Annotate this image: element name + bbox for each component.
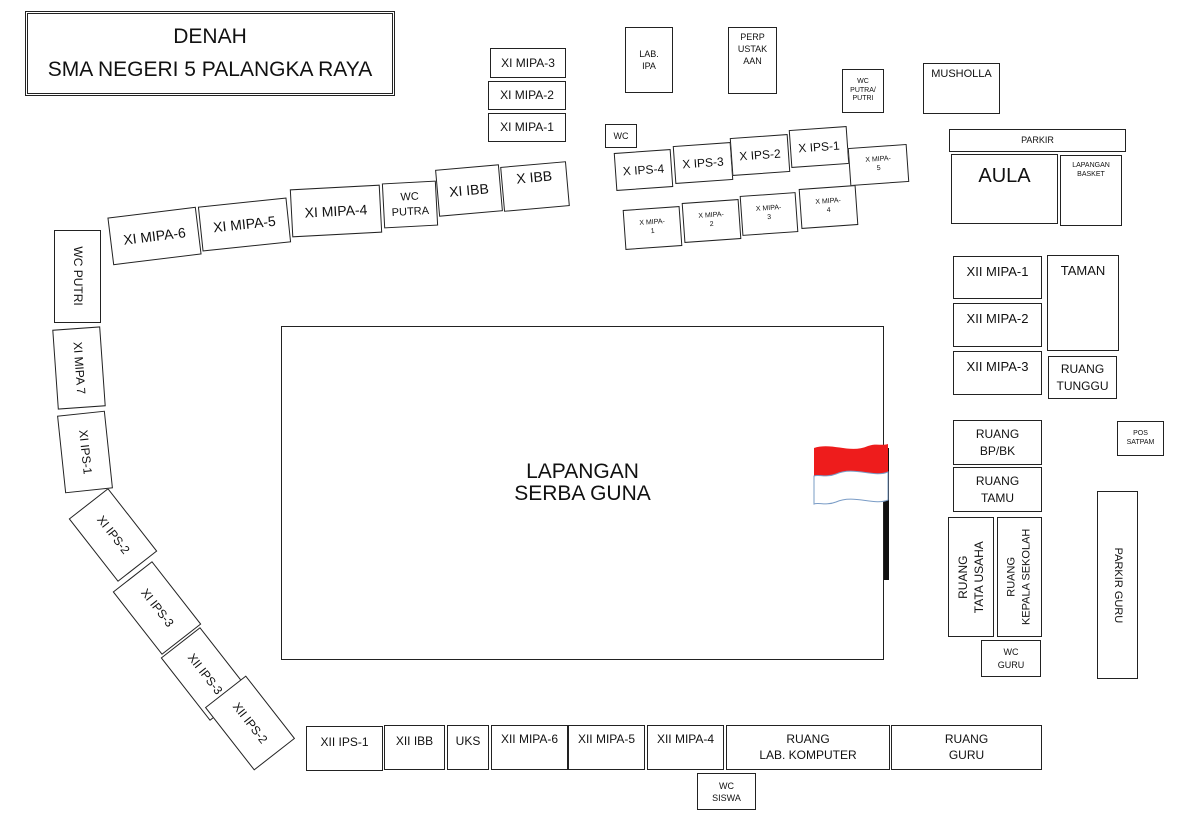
room-x-mipa-4: X MIPA- 4 <box>798 185 859 229</box>
room-ruang-tunggu: RUANG TUNGGU <box>1048 356 1117 399</box>
room-xii-mipa-5: XII MIPA-5 <box>568 725 645 770</box>
room-wc-small: WC <box>605 124 637 148</box>
xi-ips-3-label: XI IPS-3 <box>137 586 177 630</box>
room-taman: TAMAN <box>1047 255 1119 351</box>
room-perpustakaan: PERP USTAK AAN <box>728 27 777 94</box>
wc-putri-label: WC PUTRI <box>70 246 85 307</box>
room-ruang-kepala-sekolah: RUANG KEPALA SEKOLAH <box>997 517 1042 637</box>
ruang-kepala-sekolah-label: RUANG KEPALA SEKOLAH <box>1005 528 1033 626</box>
room-x-ips-1: X IPS-1 <box>788 126 850 168</box>
room-xi-mipa-6: XI MIPA-6 <box>107 206 202 266</box>
map-title: DENAH SMA NEGERI 5 PALANGKA RAYA <box>25 11 395 96</box>
room-xii-mipa-6: XII MIPA-6 <box>491 725 568 770</box>
flag-white <box>813 470 889 505</box>
room-ruang-bp-bk: RUANG BP/BK <box>953 420 1042 465</box>
room-parkir: PARKIR <box>949 129 1126 152</box>
room-xi-ips-1: XI IPS-1 <box>57 410 113 494</box>
room-wc-putra: WC PUTRA <box>381 180 439 229</box>
xii-ips-3-label: XII IPS-3 <box>184 650 226 698</box>
room-x-ips-4: X IPS-4 <box>613 149 674 191</box>
room-xi-ibb: XI IBB <box>435 164 503 217</box>
xi-ips-1-label: XI IPS-1 <box>75 429 95 475</box>
room-xii-mipa-4: XII MIPA-4 <box>647 725 724 770</box>
room-xi-mipa-1-top: XI MIPA-1 <box>488 113 566 142</box>
room-parkir-guru: PARKIR GURU <box>1097 491 1138 679</box>
room-aula: AULA <box>951 154 1058 224</box>
room-xii-mipa-2: XII MIPA-2 <box>953 303 1042 347</box>
room-wc-siswa: WC SISWA <box>697 773 756 810</box>
room-ruang-tata-usaha: RUANG TATA USAHA <box>948 517 994 637</box>
room-x-mipa-3: X MIPA- 3 <box>739 192 799 236</box>
room-x-mipa-1: X MIPA- 1 <box>622 206 683 250</box>
room-xi-mipa-4: XI MIPA-4 <box>289 184 383 238</box>
room-xii-mipa-1: XII MIPA-1 <box>953 256 1042 299</box>
field-line-2: SERBA GUNA <box>514 482 651 505</box>
room-wc-putri: WC PUTRI <box>54 230 101 323</box>
room-wc-guru: WC GURU <box>981 640 1041 677</box>
xi-ips-2-label: XI IPS-2 <box>93 513 133 557</box>
room-xi-mipa-7: XI MIPA 7 <box>52 326 106 410</box>
room-wc-putra-putri: WC PUTRA/ PUTRI <box>842 69 884 113</box>
room-x-ibb: X IBB <box>500 161 570 212</box>
room-xi-mipa-5: XI MIPA-5 <box>197 197 292 252</box>
room-xi-mipa-2-top: XI MIPA-2 <box>488 81 566 110</box>
room-xii-ips-1: XII IPS-1 <box>306 726 383 771</box>
flag-icon <box>813 444 889 580</box>
room-pos-satpam: POS SATPAM <box>1117 421 1164 456</box>
room-x-ips-3: X IPS-3 <box>672 142 734 184</box>
room-lab-ipa: LAB. IPA <box>625 27 673 93</box>
room-musholla: MUSHOLLA <box>923 63 1000 114</box>
room-xii-ibb: XII IBB <box>384 725 445 770</box>
flag-red <box>814 444 888 476</box>
room-x-ips-2: X IPS-2 <box>729 134 791 176</box>
room-ruang-tamu: RUANG TAMU <box>953 467 1042 512</box>
title-line-1: DENAH <box>173 24 247 48</box>
ruang-tata-usaha-label: RUANG TATA USAHA <box>955 540 987 614</box>
room-lapangan-basket: LAPANGAN BASKET <box>1060 155 1122 226</box>
xi-mipa-7-label: XI MIPA 7 <box>70 341 88 395</box>
room-uks: UKS <box>447 725 489 770</box>
room-xii-mipa-3: XII MIPA-3 <box>953 351 1042 395</box>
room-lab-komputer: RUANG LAB. KOMPUTER <box>726 725 890 770</box>
room-x-mipa-2: X MIPA- 2 <box>681 199 742 243</box>
room-xi-mipa-3-top: XI MIPA-3 <box>490 48 566 78</box>
field-line-1: LAPANGAN <box>526 460 639 483</box>
room-ruang-guru: RUANG GURU <box>891 725 1042 770</box>
flag-pole <box>884 448 889 580</box>
parkir-guru-label: PARKIR GURU <box>1111 547 1124 623</box>
lapangan-serba-guna: LAPANGAN SERBA GUNA <box>281 326 884 660</box>
room-x-mipa-5: X MIPA- 5 <box>847 143 910 187</box>
title-line-2: SMA NEGERI 5 PALANGKA RAYA <box>47 57 373 81</box>
xii-ips-2-label: XII IPS-2 <box>229 699 271 747</box>
